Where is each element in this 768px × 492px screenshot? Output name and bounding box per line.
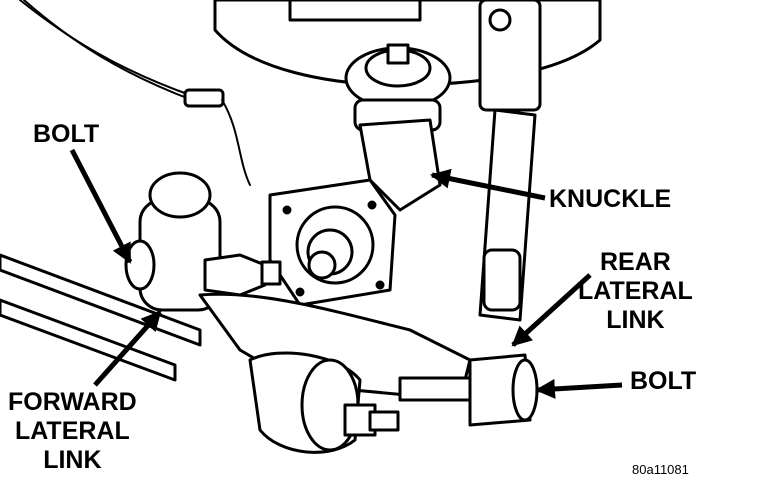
label-bolt-left: BOLT: [33, 120, 100, 148]
strut-mount: [344, 43, 452, 132]
callout-leaders: [69, 148, 623, 399]
forward-lateral-link: [0, 171, 282, 382]
label-knuckle: KNUCKLE: [549, 185, 672, 213]
label-forward-lateral-link: FORWARD LATERAL LINK: [8, 388, 137, 474]
figure-id: 80a11081: [632, 462, 689, 477]
leader-bolt-right: [535, 378, 623, 399]
knuckle: [268, 118, 442, 307]
spring-seat: [213, 0, 602, 112]
leader-knuckle: [430, 168, 546, 201]
leader-forward-lateral-link: [93, 310, 162, 387]
leader-rear-lateral-link: [511, 273, 592, 347]
leader-bolt-left: [69, 148, 133, 264]
rear-lateral-link: [398, 108, 539, 427]
lower-control-arm: [198, 292, 472, 454]
label-rear-lateral-link: REAR LATERAL LINK: [578, 248, 693, 334]
brake-line: [19, 0, 251, 186]
label-bolt-right: BOLT: [630, 367, 697, 395]
